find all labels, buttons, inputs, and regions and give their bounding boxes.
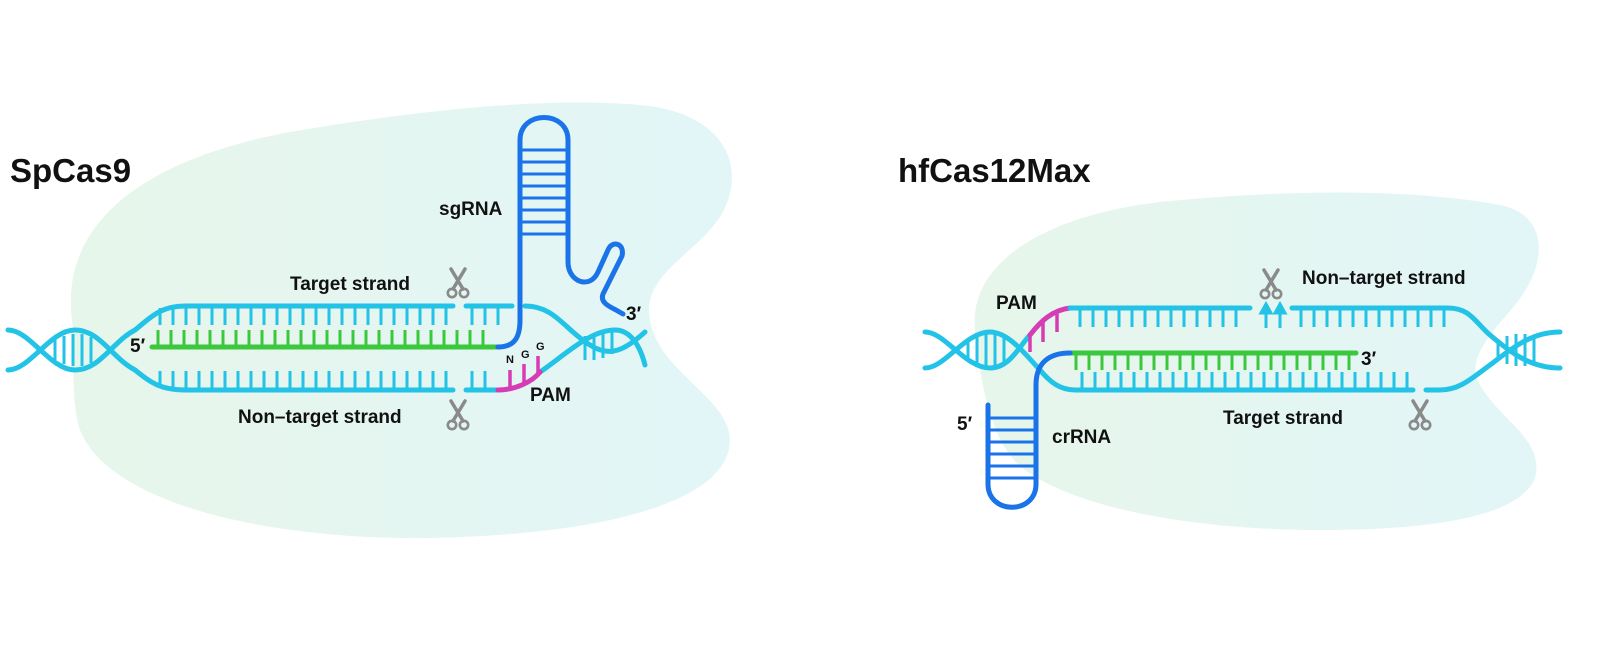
spcas9-pam-base-n: N xyxy=(506,354,514,366)
spcas9-sgrna-strand xyxy=(495,115,626,350)
spcas9-helix-right-rungs xyxy=(583,332,614,360)
hfcas12max-non-target-strand-rungs xyxy=(1078,310,1446,327)
spcas9-pam-base-g2: G xyxy=(536,341,545,353)
hfcas12max-crrna-strand xyxy=(985,350,1073,510)
spcas9-sgrna-label: sgRNA xyxy=(439,199,503,220)
hfcas12max-pam-rungs xyxy=(1028,312,1059,352)
hfcas12max-trimmed-ends xyxy=(1258,300,1288,328)
hfcas12max-target-strand-label: Target strand xyxy=(1223,408,1343,429)
hfcas12max-crrna-hairpin-rungs xyxy=(990,416,1034,480)
spcas9-helix-left-rungs xyxy=(53,334,93,366)
hfcas12max-pam-strand xyxy=(1027,305,1073,338)
spcas9-non-target-strand-rungs xyxy=(158,371,487,388)
hfcas12max-three-prime-label: 3′ xyxy=(1361,349,1377,370)
hfcas12max-pam-label: PAM xyxy=(996,293,1037,314)
spcas9-title: SpCas9 xyxy=(10,152,131,189)
hfcas12max-helix-right-rungs xyxy=(1496,334,1536,366)
spcas9-pam-label: PAM xyxy=(530,385,571,406)
spcas9-sgrna-hairpin-rungs xyxy=(522,148,566,236)
hfcas12max-target-strand-right xyxy=(1423,329,1563,393)
spcas9-non-target-strand-exit xyxy=(537,327,648,375)
hfcas12max-target-strand-rungs xyxy=(1080,372,1409,388)
spcas9-hybrid-rungs xyxy=(156,330,485,345)
spcas9-target-strand-label: Target strand xyxy=(290,274,410,295)
hfcas12max-five-prime-label: 5′ xyxy=(957,414,973,435)
spcas9-target-strand-exit xyxy=(522,303,648,354)
spcas9-panel: SpCas9 sgRNA Target strand Non–target st… xyxy=(5,102,732,539)
spcas9-five-prime-label: 5′ xyxy=(130,336,146,357)
spcas9-pam-rungs xyxy=(508,356,540,389)
hfcas12max-non-target-strand-label: Non–target strand xyxy=(1302,268,1466,289)
spcas9-pam-base-g1: G xyxy=(521,349,530,361)
hfcas12max-crrna-label: crRNA xyxy=(1052,427,1111,448)
spcas9-target-strand-rungs xyxy=(158,308,500,325)
hfcas12max-panel: hfCas12Max Non–target strand PAM 3′ Targ… xyxy=(898,152,1563,530)
hfcas12max-hybrid-rungs xyxy=(1074,355,1351,370)
spcas9-non-target-strand-label: Non–target strand xyxy=(238,407,402,428)
spcas9-three-prime-label: 3′ xyxy=(626,304,642,325)
hfcas12max-helix-left xyxy=(922,329,1043,373)
spcas9-helix-left xyxy=(5,327,138,373)
hfcas12max-non-target-strand-right xyxy=(1289,305,1563,371)
hfcas12max-title: hfCas12Max xyxy=(898,152,1091,189)
hfcas12max-target-strand-left xyxy=(1037,367,1416,393)
hfcas12max-helix-left-rungs xyxy=(966,334,1006,366)
